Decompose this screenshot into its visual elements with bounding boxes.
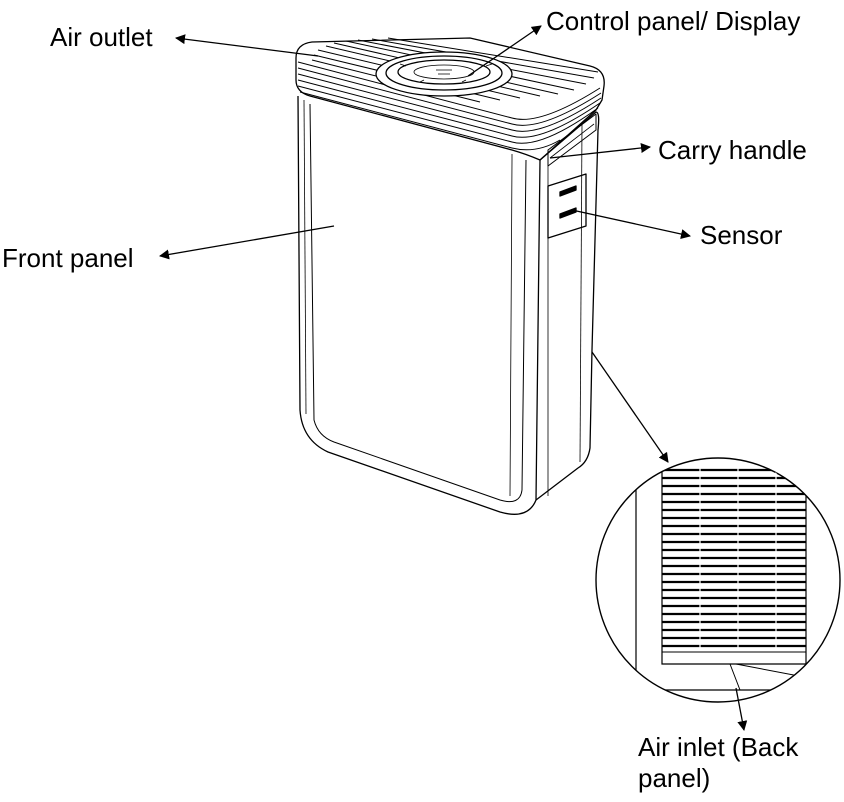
label-air-outlet: Air outlet <box>50 22 153 52</box>
label-sensor: Sensor <box>700 220 783 250</box>
label-front-panel: Front panel <box>2 243 134 273</box>
leader-front-panel <box>159 225 335 260</box>
label-carry-handle: Carry handle <box>658 135 807 165</box>
control-dial <box>375 51 513 97</box>
label-air-inlet: Air inlet (Back panel) <box>638 732 799 794</box>
leader-carry-handle <box>549 143 651 159</box>
inlet-zoom <box>595 457 841 703</box>
leader-air-inlet-zoom <box>591 351 669 463</box>
leader-sensor <box>571 209 691 239</box>
leader-air-inlet <box>735 687 748 731</box>
label-control-panel: Control panel/ Display <box>546 6 801 36</box>
front-panel <box>309 103 527 503</box>
leader-control-panel <box>467 25 542 77</box>
purifier-unit <box>295 37 605 515</box>
body-outline <box>297 95 541 515</box>
leader-lines <box>159 25 748 731</box>
leader-air-outlet <box>175 34 319 57</box>
sensor-box <box>547 173 587 239</box>
side-panel <box>535 111 600 501</box>
carry-handle-recess <box>547 113 597 167</box>
